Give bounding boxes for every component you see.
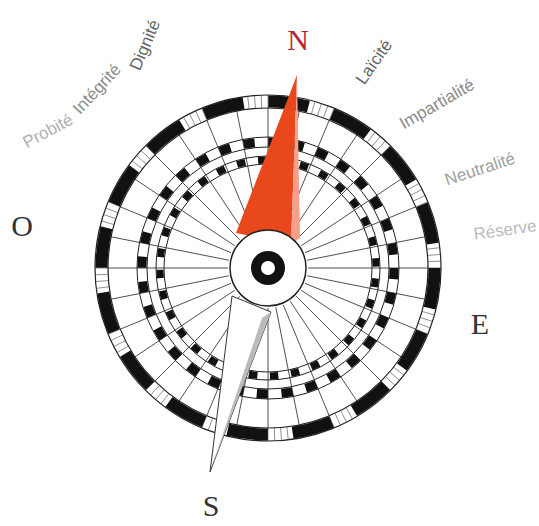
compass-rings: [95, 95, 441, 441]
tick: [136, 156, 146, 164]
cardinal-point: N: [287, 25, 309, 55]
cardinal-point: E: [471, 309, 489, 339]
tick: [96, 287, 109, 289]
tick: [141, 151, 151, 160]
spoke: [108, 268, 228, 269]
spoke: [120, 283, 231, 329]
hub-hole: [261, 261, 275, 275]
spoke: [308, 268, 428, 269]
value-label: Intégrité: [70, 61, 124, 118]
value-label: Dignité: [127, 17, 163, 72]
tick: [101, 221, 114, 225]
tick: [183, 117, 189, 128]
spoke: [135, 290, 235, 357]
tick: [390, 372, 400, 380]
tick: [103, 215, 115, 219]
tick: [117, 346, 128, 352]
tick: [106, 208, 118, 212]
tick: [254, 96, 255, 109]
tick: [428, 254, 441, 255]
tick: [156, 390, 164, 400]
tick: [367, 132, 375, 142]
tick: [274, 428, 276, 441]
tick: [261, 95, 263, 108]
tick: [323, 106, 327, 118]
north-needle-shade: [291, 75, 300, 244]
spoke: [276, 307, 299, 425]
tick: [418, 323, 430, 327]
north-needle: [236, 75, 297, 244]
tick: [281, 428, 282, 441]
value-label: Réserve: [472, 217, 537, 243]
value-label: Neutralité: [443, 150, 517, 189]
tick: [196, 111, 201, 123]
tick: [372, 136, 380, 146]
value-label: Probité: [20, 111, 76, 151]
tick: [346, 408, 352, 419]
spoke: [307, 276, 425, 299]
tick: [311, 101, 315, 114]
south-needle-shade: [210, 312, 271, 472]
spoke: [283, 305, 329, 416]
tick: [413, 196, 425, 201]
cardinal-point: S: [203, 491, 220, 521]
spoke: [307, 237, 425, 260]
tick: [111, 335, 123, 340]
value-label: Impartialité: [397, 76, 478, 132]
tick: [385, 377, 395, 386]
tick: [335, 413, 340, 425]
tick: [341, 411, 347, 423]
spoke: [111, 237, 229, 260]
tick: [96, 281, 109, 282]
tick: [317, 103, 321, 115]
spoke: [290, 301, 357, 401]
tick: [422, 311, 435, 315]
tick: [248, 96, 250, 109]
tick: [411, 189, 423, 195]
spoke: [301, 179, 401, 246]
tick: [161, 394, 169, 404]
spoke: [179, 135, 246, 235]
tick: [428, 261, 441, 263]
tick: [151, 385, 160, 395]
spoke: [305, 207, 416, 253]
hub-disc: [251, 251, 285, 285]
spoke: [268, 308, 269, 428]
tick: [208, 418, 212, 430]
tick: [287, 427, 289, 440]
tick: [427, 248, 440, 250]
tick: [95, 274, 108, 276]
south-needle: [210, 296, 271, 472]
outer-ring: [95, 95, 441, 441]
tick: [377, 141, 386, 151]
tick: [189, 114, 195, 126]
tick: [114, 341, 126, 347]
spoke: [111, 276, 229, 299]
tick: [420, 317, 432, 321]
cardinal-point: O: [11, 211, 33, 241]
value-label: Laïcité: [353, 37, 396, 88]
hub: [230, 230, 306, 306]
tick: [132, 161, 142, 169]
tick: [394, 367, 404, 375]
tick: [408, 183, 419, 189]
